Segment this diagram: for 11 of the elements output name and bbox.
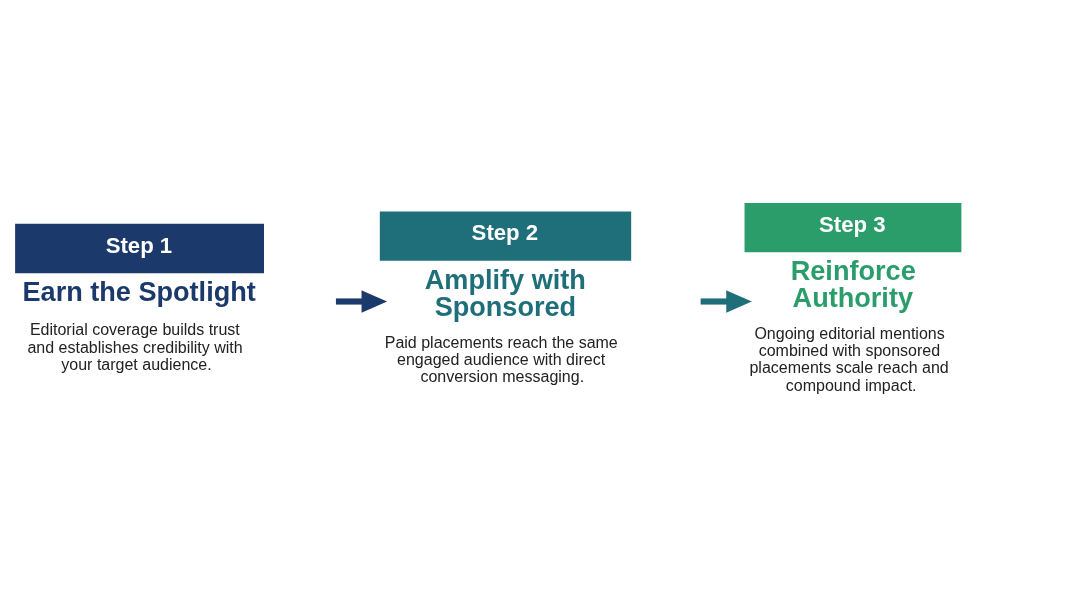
node-label: Paid placements reach the same engaged audience with direct conversion messaging. bbox=[384, 333, 618, 386]
node-label: Amplify with Sponsored bbox=[424, 263, 586, 322]
node-label: Editorial coverage builds trust and establishes credibility with your target audience. bbox=[27, 321, 243, 373]
node-box: Step 1 bbox=[15, 223, 264, 274]
arrow bbox=[335, 290, 388, 313]
node-label: Earn the Spotlight bbox=[22, 276, 256, 308]
node-label: Reinforce Authority bbox=[790, 255, 916, 314]
arrow bbox=[700, 290, 752, 313]
node-label: Ongoing editorial mentions combined with sponsored placements scale reach and compound impact. bbox=[749, 324, 949, 394]
node-box: Step 2 bbox=[379, 211, 632, 261]
node-box: Step 3 bbox=[744, 202, 962, 253]
